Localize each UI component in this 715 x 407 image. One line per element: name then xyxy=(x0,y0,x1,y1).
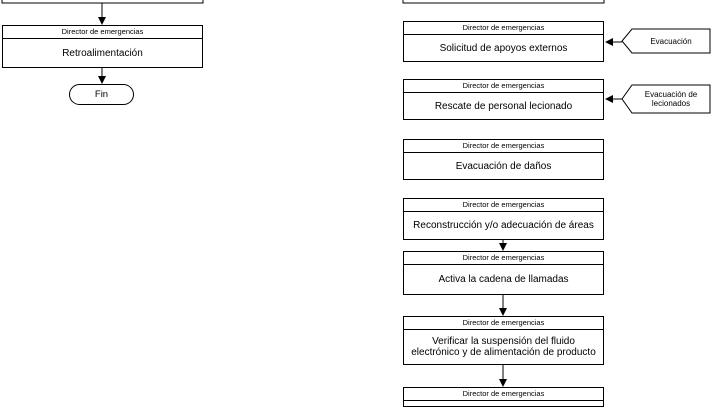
task-label: Activa la cadena de llamadas xyxy=(438,274,569,285)
solicitud-apoyos-box: Director de emergencias Solicitud de apo… xyxy=(403,21,604,62)
role-label: Director de emergencias xyxy=(404,22,603,35)
evac-lesionados-tag: Evacuación de lecionados xyxy=(632,85,710,113)
rescate-personal-box: Director de emergencias Rescate de perso… xyxy=(403,79,604,120)
fin-terminator: Fin xyxy=(69,84,134,105)
task-label: Reconstrucción y/o adecuación de áreas xyxy=(413,220,594,231)
reconstruccion-box: Director de emergencias Reconstrucción y… xyxy=(403,198,604,240)
role-label: Director de emergencias xyxy=(404,140,603,153)
task-label: Solicitud de apoyos externos xyxy=(439,42,568,54)
role-label: Director de emergencias xyxy=(404,80,603,93)
verificar-suspension-box: Director de emergencias Verificar la sus… xyxy=(403,316,604,365)
evacuacion-tag-outline xyxy=(621,28,711,54)
role-label: Director de emergencias xyxy=(404,388,603,401)
evacuacion-label: Evacuación xyxy=(650,36,692,46)
evacuacion-danos-box: Director de emergencias Evacuación de da… xyxy=(403,139,604,180)
evac-lesionados-label: Evacuación de lecionados xyxy=(644,90,698,108)
role-label: Director de emergencias xyxy=(404,199,603,212)
task-label: Retroalimentación xyxy=(62,47,143,59)
role-label: Director de emergencias xyxy=(404,252,603,265)
task-label: Verificar la suspensión del fluido elect… xyxy=(411,336,596,358)
evacuacion-tag: Evacuación xyxy=(632,29,710,53)
role-label: Director de emergencias xyxy=(404,317,603,330)
role-label: Director de emergencias xyxy=(3,26,202,39)
bottom-partial-box: Director de emergencias xyxy=(403,387,604,407)
top-left-box-partial xyxy=(1,0,204,4)
cadena-llamadas-box: Director de emergencias Activa la cadena… xyxy=(403,251,604,295)
task-label: Evacuación de daños xyxy=(455,160,552,172)
fin-label: Fin xyxy=(94,89,109,100)
retroalimentacion-box: Director de emergencias Retroalimentació… xyxy=(2,25,203,68)
task-label: Rescate de personal lecionado xyxy=(434,100,573,112)
evac-lesionados-tag-outline xyxy=(621,84,711,114)
top-right-box-partial xyxy=(402,0,605,4)
